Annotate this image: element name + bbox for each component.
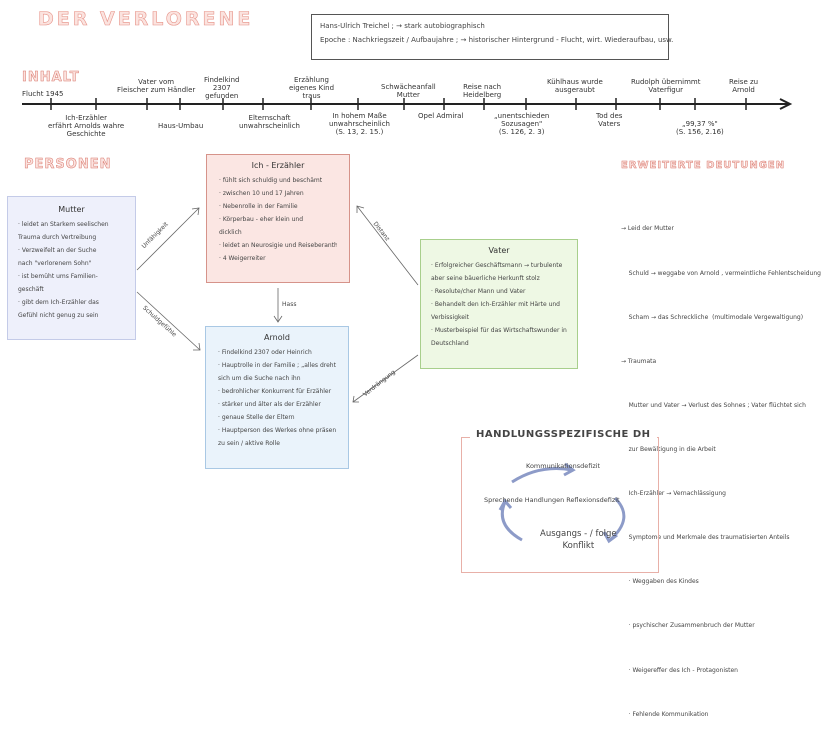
- arrow-mutter-arnold: [136, 291, 201, 351]
- handlung-box: [461, 437, 659, 573]
- timeline-event-rudolph: Rudolph übernimmt Vaterfigur: [631, 78, 701, 94]
- erweiterte-line: · Weigereffer des Ich - Protagonisten: [621, 666, 738, 674]
- timeline-event-kuehlhaus: Kühlhaus wurde ausgeraubt: [547, 78, 603, 94]
- vater-line: Verbissigkeit: [431, 314, 469, 321]
- timeline-event-flucht: Flucht 1945: [22, 90, 64, 98]
- mutter-line: · ist bemüht ums Familien-: [18, 273, 98, 280]
- arnold-line: · Hauptperson des Werkes ohne präsent: [218, 427, 336, 434]
- person-name-mutter: Mutter: [58, 205, 85, 214]
- timeline-arrowhead: [779, 98, 793, 110]
- erweiterte-line: Ich-Erzähler → Vernachlässigung: [621, 490, 726, 498]
- ich-line: · leidet an Neurosigie und Reiseberanthe…: [219, 242, 337, 249]
- arrow-vater-ich: [356, 205, 419, 286]
- erweiterte-line: · Weggaben des Kindes: [621, 578, 699, 586]
- ich-line: · fühlt sich schuldig und beschämt: [219, 177, 323, 184]
- handlung-heading: HANDLUNGSSPEZIFISCHE DH: [470, 429, 657, 440]
- handlung-konflikt: Ausgangs - / folge Konflikt: [540, 529, 617, 551]
- timeline-event-tod-vater: Tod des Vaters: [596, 112, 623, 128]
- relation-hass: Hass: [282, 301, 297, 308]
- timeline-event-hohem-masse: In hohem Maße unwahrscheinlich (S. 13, 2…: [329, 112, 390, 136]
- author-line: Hans-Ulrich Treichel ; → stark autobiogr…: [320, 22, 485, 30]
- mutter-line: geschäft: [18, 286, 44, 293]
- handlung-kommunikationsdefizit: Kommunikationsdefizit: [526, 462, 601, 470]
- vater-line: aber seine bäuerliche Herkunft stolz: [431, 275, 540, 282]
- timeline-event-vater-haendler: Vater vom Fleischer zum Händler: [117, 78, 196, 94]
- mutter-line: Trauma durch Vertreibung: [18, 234, 97, 241]
- arnold-line: · bedrohlicher Konkurrent für Erzähler: [218, 388, 332, 395]
- vater-line: Deutschland: [431, 340, 469, 347]
- person-name-ich-erzaehler: Ich - Erzähler: [251, 161, 305, 170]
- mutter-line: · gibt dem Ich-Erzähler das: [18, 299, 99, 306]
- mutter-line: nach "verlorenem Sohn": [18, 260, 92, 267]
- arrowhead-vater-arnold: [352, 395, 359, 403]
- erweiterte-line: · psychischer Zusammenbruch der Mutter: [621, 622, 755, 630]
- erweiterte-heading: ERWEITERTE DEUTUNGEN: [621, 160, 786, 172]
- handlung-cycle-arrows: [498, 462, 626, 544]
- timeline-event-wahre-geschichte: Ich-Erzähler erfährt Arnolds wahre Gesch…: [48, 114, 125, 138]
- handlung-reflexionsdefizit: Sprechende Handlungen Reflexionsdefizit: [484, 496, 620, 504]
- arrow-mutter-ich: [136, 207, 200, 271]
- ich-line: · Nebenrolle in der Familie: [219, 203, 298, 210]
- timeline-event-haus-umbau: Haus-Umbau: [158, 122, 204, 130]
- arrowhead-ich-arnold: [273, 315, 283, 323]
- inhalt-heading: INHALT: [22, 70, 80, 86]
- ich-line: · zwischen 10 und 17 Jahren: [219, 190, 304, 197]
- person-name-arnold: Arnold: [264, 333, 290, 342]
- vater-line: · Resolute/cher Mann und Vater: [431, 288, 526, 295]
- arrow-vater-arnold: [352, 354, 419, 403]
- epoch-line: Epoche : Nachkriegszeit / Aufbaujahre ; …: [320, 36, 674, 44]
- erweiterte-line: Scham → das Schreckliche (multimodale Ve…: [621, 313, 804, 321]
- timeline-ticks: [50, 98, 747, 110]
- person-name-vater: Vater: [488, 246, 510, 255]
- arnold-line: sich um die Suche nach ihn: [218, 375, 301, 382]
- erweiterte-line: · Fehlende Kommunikation: [621, 710, 709, 718]
- timeline-event-reise-arnold: Reise zu Arnold: [729, 78, 759, 94]
- mutter-line: Gefühl nicht genug zu sein: [18, 312, 99, 319]
- author-epoch-box: Hans-Ulrich Treichel ; → stark autobiogr…: [311, 14, 674, 60]
- erweiterte-line: → Traumata: [621, 357, 657, 365]
- arnold-line: · genaue Stelle der Eltern: [218, 414, 295, 421]
- erweiterte-line: → Leid der Mutter: [621, 225, 674, 233]
- arnold-line: · Findelkind 2307 oder Heinrich: [218, 349, 312, 356]
- personen-heading: PERSONEN: [24, 157, 112, 173]
- mutter-line: · Verzweifelt an der Suche: [18, 247, 97, 254]
- erweiterte-line: Mutter und Vater → Verlust des Sohnes ; …: [621, 401, 806, 409]
- erweiterte-line: Schuld → weggabe von Arnold , vermeintli…: [621, 269, 821, 277]
- timeline-event-heidelberg: Reise nach Heidelberg: [463, 83, 502, 99]
- arnold-line: zu sein / aktive Rolle: [218, 440, 280, 447]
- person-card-ich-erzaehler: Ich - Erzähler · fühlt sich schuldig und…: [206, 154, 350, 283]
- timeline-and-diagram-lines: [22, 98, 793, 544]
- ich-line: · 4 Weigerreiter: [219, 255, 266, 262]
- arnold-line: · stärker und älter als der Erzähler: [218, 401, 321, 408]
- vater-line: · Erfolgreicher Geschäftsmann → turbulen…: [431, 262, 563, 269]
- arnold-line: · Hauptrolle in der Familie ; „alles dre…: [218, 362, 336, 369]
- timeline-event-erzaehlung: Erzählung eigenes Kind traus: [289, 76, 335, 100]
- timeline-event-findelkind: Findelkind 2307 gefunden: [204, 76, 240, 100]
- arrowhead-mutter-arnold: [193, 342, 201, 351]
- arrowhead-mutter-ich: [191, 207, 200, 216]
- ich-line: · Körperbau - eher klein und: [219, 216, 304, 223]
- page-title: DER VERLORENE: [38, 8, 254, 31]
- mutter-line: · leidet an Starkem seelischen: [18, 221, 109, 228]
- timeline-event-unentschieden: „unentschieden Sozusagen" (S. 126, 2. 3): [494, 112, 550, 136]
- timeline-event-opel-admiral: Opel Admiral: [418, 112, 464, 120]
- timeline-event-schwaecheanfall: Schwächeanfall Mutter: [381, 83, 436, 99]
- person-card-mutter: Mutter · leidet an Starkem seelischen Tr…: [7, 196, 136, 340]
- vater-line: · Musterbeispiel für das Wirtschaftswund…: [431, 327, 567, 334]
- timeline-event-elternschaft: Elternschaft unwahrscheinlich: [239, 114, 300, 130]
- ich-line: dicklich: [219, 229, 242, 236]
- timeline-event-9937: „99,37 %" (S. 156, 2.16): [676, 120, 724, 136]
- erweiterte-line: Symptome und Merkmale des traumatisierte…: [621, 534, 790, 542]
- vater-line: · Behandelt den Ich-Erzähler mit Härte u…: [431, 301, 560, 308]
- arrowhead-vater-ich: [356, 205, 365, 213]
- person-card-vater: Vater · Erfolgreicher Geschäftsmann → tu…: [420, 239, 578, 369]
- person-card-arnold: Arnold · Findelkind 2307 oder Heinrich ·…: [205, 326, 349, 469]
